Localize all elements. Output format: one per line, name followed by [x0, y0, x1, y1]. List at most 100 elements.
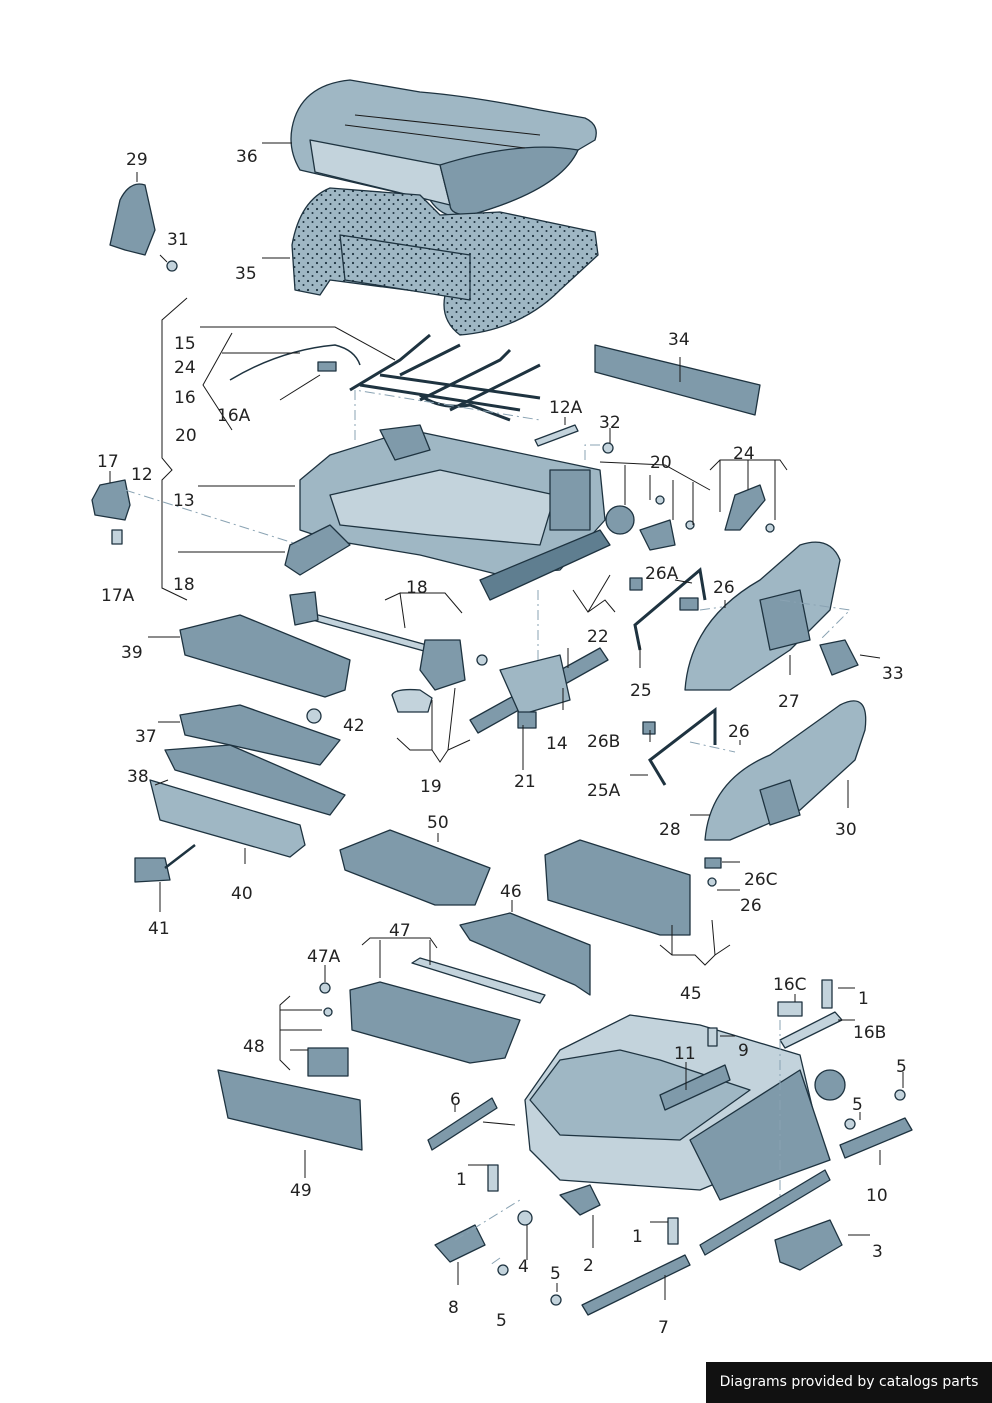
- clip-part-26: [679, 597, 699, 611]
- base-frame-part: [524, 1014, 846, 1201]
- label-28: 28: [659, 820, 681, 840]
- label-26b: 26B: [587, 732, 620, 752]
- label-26c: 26C: [744, 870, 778, 890]
- label-15: 15: [174, 334, 196, 354]
- cap-part-19: [391, 688, 433, 713]
- label-30: 30: [835, 820, 857, 840]
- label-17a: 17A: [101, 586, 135, 606]
- label-10: 10: [866, 1186, 888, 1206]
- label-47a: 47A: [307, 947, 341, 967]
- clip-part-16a: [317, 361, 337, 372]
- label-3: 3: [872, 1242, 883, 1262]
- rail-part-7: [581, 1254, 691, 1316]
- clip-part-26c: [704, 857, 722, 869]
- cushion-part-39: [179, 614, 351, 698]
- label-34: 34: [668, 330, 690, 350]
- label-2: 2: [583, 1256, 594, 1276]
- bracket-part-8: [434, 1224, 486, 1263]
- rail-part-14: [499, 654, 571, 716]
- cover-part-49: [217, 1069, 363, 1151]
- label-5-bottom: 5: [550, 1264, 561, 1284]
- recliner-bracket-part: [639, 519, 676, 551]
- label-5-center: 5: [852, 1095, 863, 1115]
- label-33: 33: [882, 664, 904, 684]
- label-40: 40: [231, 884, 253, 904]
- screw-part-1-lower: [667, 1217, 679, 1245]
- bracket-part-24: [724, 484, 766, 531]
- bolt-part-17a: [111, 529, 123, 545]
- label-16a: 16A: [217, 406, 251, 426]
- wire-part-25: [633, 567, 707, 651]
- knob-shaft: [164, 844, 196, 869]
- knob-part-41: [134, 857, 171, 883]
- label-24-right: 24: [733, 444, 755, 464]
- label-1-left: 1: [456, 1170, 467, 1190]
- screw-part-32: [602, 442, 614, 454]
- side-trim-part: [109, 183, 156, 256]
- washer-part-4: [517, 1210, 533, 1226]
- tray-part-50: [339, 829, 491, 906]
- label-20-right: 20: [650, 453, 672, 473]
- screw-part-26-lower: [707, 877, 717, 887]
- strip-part-47: [411, 957, 546, 1004]
- label-12a: 12A: [549, 398, 583, 418]
- rail-part-lower: [699, 1169, 831, 1256]
- screw-part-5-bottom: [550, 1294, 562, 1306]
- screw-part-5-lower-left: [497, 1264, 509, 1276]
- screw-part-1-left: [487, 1164, 499, 1192]
- rail-part-10: [839, 1117, 913, 1159]
- label-20: 20: [175, 426, 197, 446]
- label-24: 24: [174, 358, 196, 378]
- label-39: 39: [121, 643, 143, 663]
- screw-part-47a: [319, 982, 331, 994]
- nut-part-18: [476, 654, 488, 666]
- label-25: 25: [630, 681, 652, 701]
- credit-banner: Diagrams provided by catalogs parts: [706, 1362, 992, 1403]
- screw-part-1-upper: [821, 979, 833, 1009]
- cable-part-24: [229, 344, 361, 381]
- leader-lines: [109, 142, 904, 1300]
- label-14: 14: [546, 734, 568, 754]
- clip-part-26a: [629, 577, 643, 591]
- label-19: 19: [420, 777, 442, 797]
- bracket-part-46: [459, 912, 591, 996]
- label-16b: 16B: [853, 1023, 886, 1043]
- label-4: 4: [518, 1257, 529, 1277]
- label-26a: 26A: [645, 564, 679, 584]
- cover-part-33: [819, 639, 859, 676]
- label-5-right: 5: [896, 1057, 907, 1077]
- label-48: 48: [243, 1037, 265, 1057]
- housing-part-45: [544, 839, 691, 936]
- screw-part-48: [323, 1007, 333, 1017]
- label-16c: 16C: [773, 975, 807, 995]
- label-25a: 25A: [587, 781, 621, 801]
- spring-mat-part: [349, 333, 541, 422]
- nut-part-42: [306, 708, 322, 724]
- label-17: 17: [97, 452, 119, 472]
- label-22: 22: [587, 627, 609, 647]
- label-35: 35: [235, 264, 257, 284]
- bracket-part-48: [307, 1047, 349, 1077]
- foam-pad-part: [291, 187, 599, 336]
- label-1-lower: 1: [632, 1227, 643, 1247]
- label-45: 45: [680, 984, 702, 1004]
- label-7: 7: [658, 1318, 669, 1338]
- label-50: 50: [427, 813, 449, 833]
- side-cover-part-27: [684, 541, 841, 691]
- label-13: 13: [173, 491, 195, 511]
- cap-part-2: [559, 1184, 601, 1216]
- screw-part-20b: [685, 520, 695, 530]
- label-5-lower-left: 5: [496, 1311, 507, 1331]
- label-46: 46: [500, 882, 522, 902]
- clip-part-21: [517, 711, 537, 729]
- bolt-part-31: [166, 260, 178, 272]
- tray-part-47: [349, 981, 521, 1064]
- alignment-lines: [124, 389, 852, 1266]
- screw-part-24: [765, 523, 775, 533]
- plate-part-37: [179, 704, 341, 766]
- seat-cover-part: [290, 79, 597, 218]
- plate-part-38: [164, 744, 346, 816]
- label-6: 6: [450, 1090, 461, 1110]
- label-11: 11: [674, 1044, 696, 1064]
